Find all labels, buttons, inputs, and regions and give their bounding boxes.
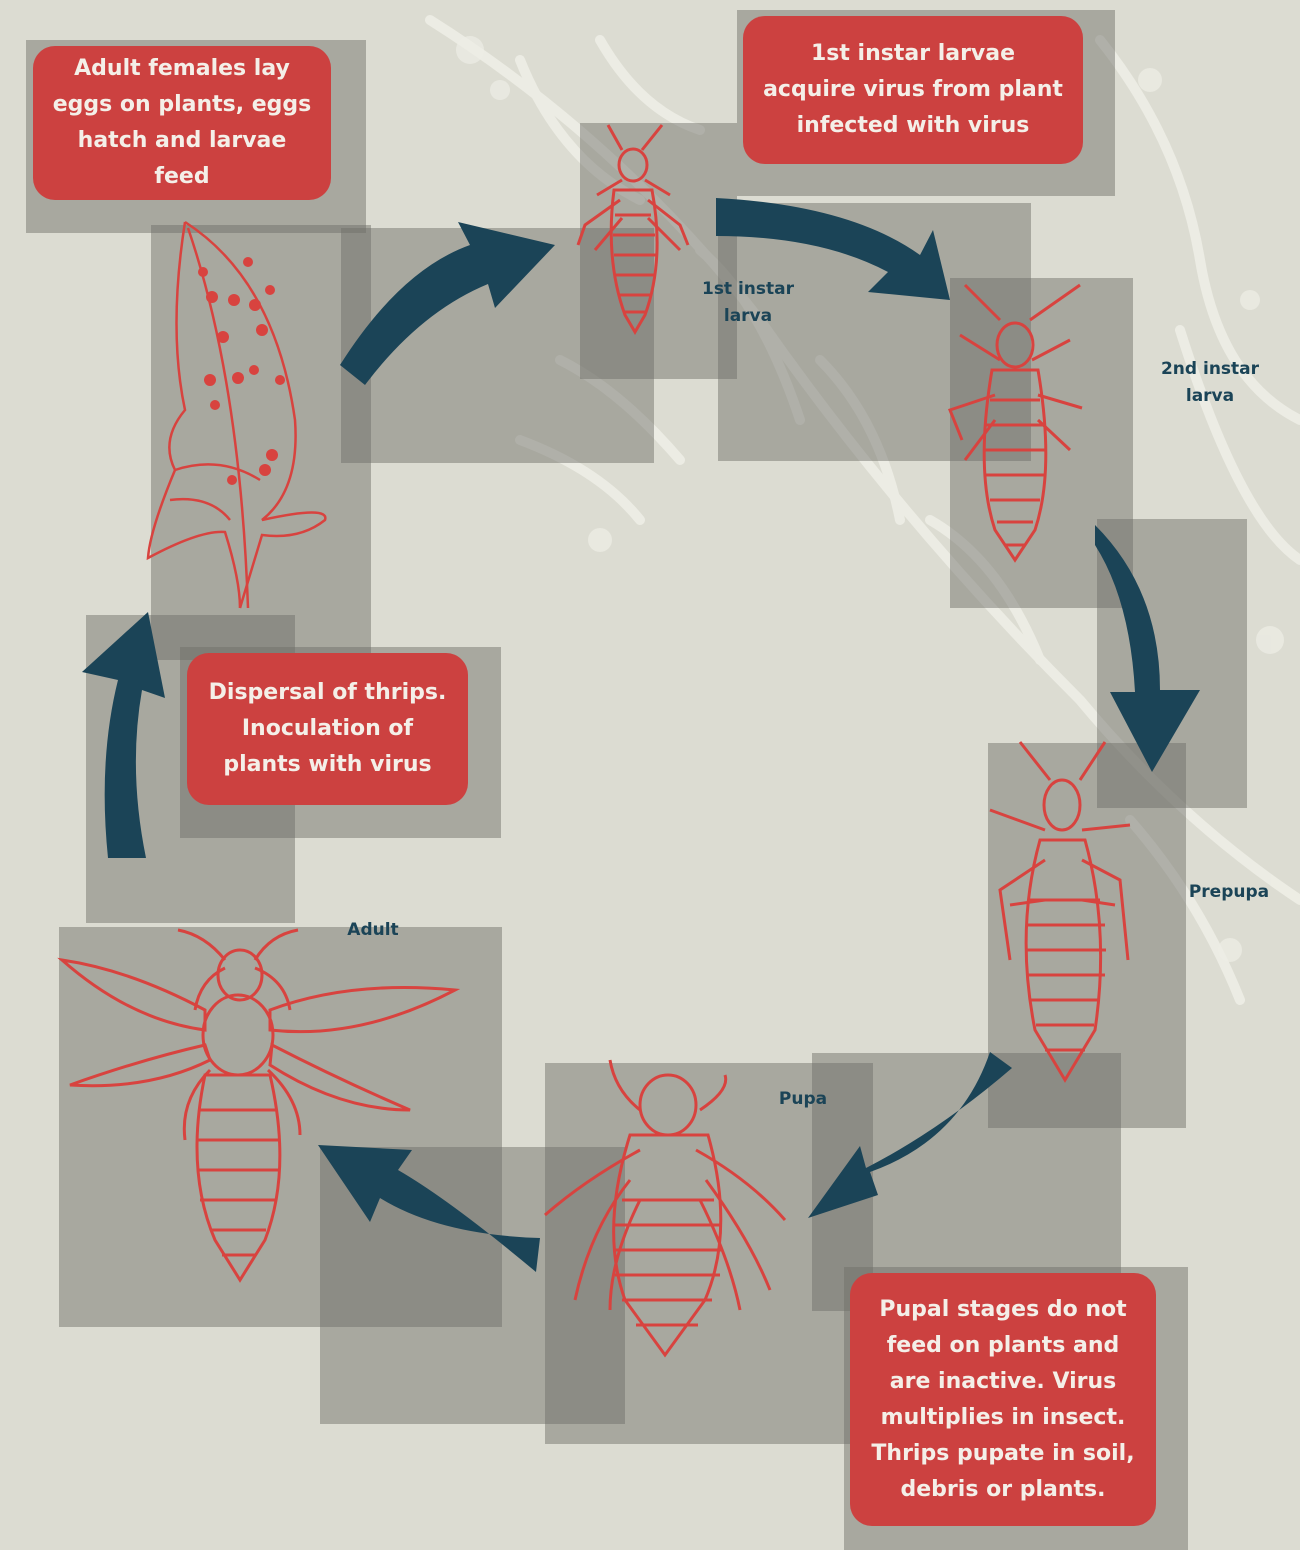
callout-dispersal: Dispersal of thrips. Inoculation of plan… — [187, 653, 468, 805]
cycle-arrow-icon — [1095, 525, 1200, 772]
egg-cluster — [198, 257, 285, 485]
thrips-adult-icon — [62, 930, 455, 1280]
callout-dispersal-text: Dispersal of thrips. Inoculation of plan… — [205, 675, 450, 783]
leaf-with-eggs-icon — [148, 222, 325, 608]
label-adult: Adult — [336, 917, 410, 944]
cycle-arrow-icon — [340, 222, 555, 385]
cycle-arrow-icon — [82, 612, 165, 858]
label-prepupa: Prepupa — [1180, 879, 1278, 906]
callout-eggs-text: Adult females lay eggs on plants, eggs h… — [51, 51, 313, 195]
callout-pupal-stages-text: Pupal stages do not feed on plants and a… — [868, 1292, 1138, 1508]
callout-pupal-stages: Pupal stages do not feed on plants and a… — [850, 1273, 1156, 1526]
cycle-arrow-icon — [808, 1052, 1012, 1218]
cycle-arrow-icon — [318, 1145, 540, 1272]
thrips-pupa-icon — [545, 1060, 785, 1355]
thrips-prepupa-icon — [990, 742, 1130, 1080]
callout-eggs: Adult females lay eggs on plants, eggs h… — [33, 46, 331, 200]
thrips-larva-icon — [950, 285, 1082, 560]
label-pupa: Pupa — [770, 1086, 836, 1113]
thrips-larva-icon — [578, 125, 688, 332]
label-second-instar: 2nd instar larva — [1158, 356, 1262, 410]
callout-acquire-virus: 1st instar larvae acquire virus from pla… — [743, 16, 1083, 164]
callout-acquire-virus-text: 1st instar larvae acquire virus from pla… — [761, 36, 1065, 144]
label-first-instar: 1st instar larva — [695, 276, 801, 330]
